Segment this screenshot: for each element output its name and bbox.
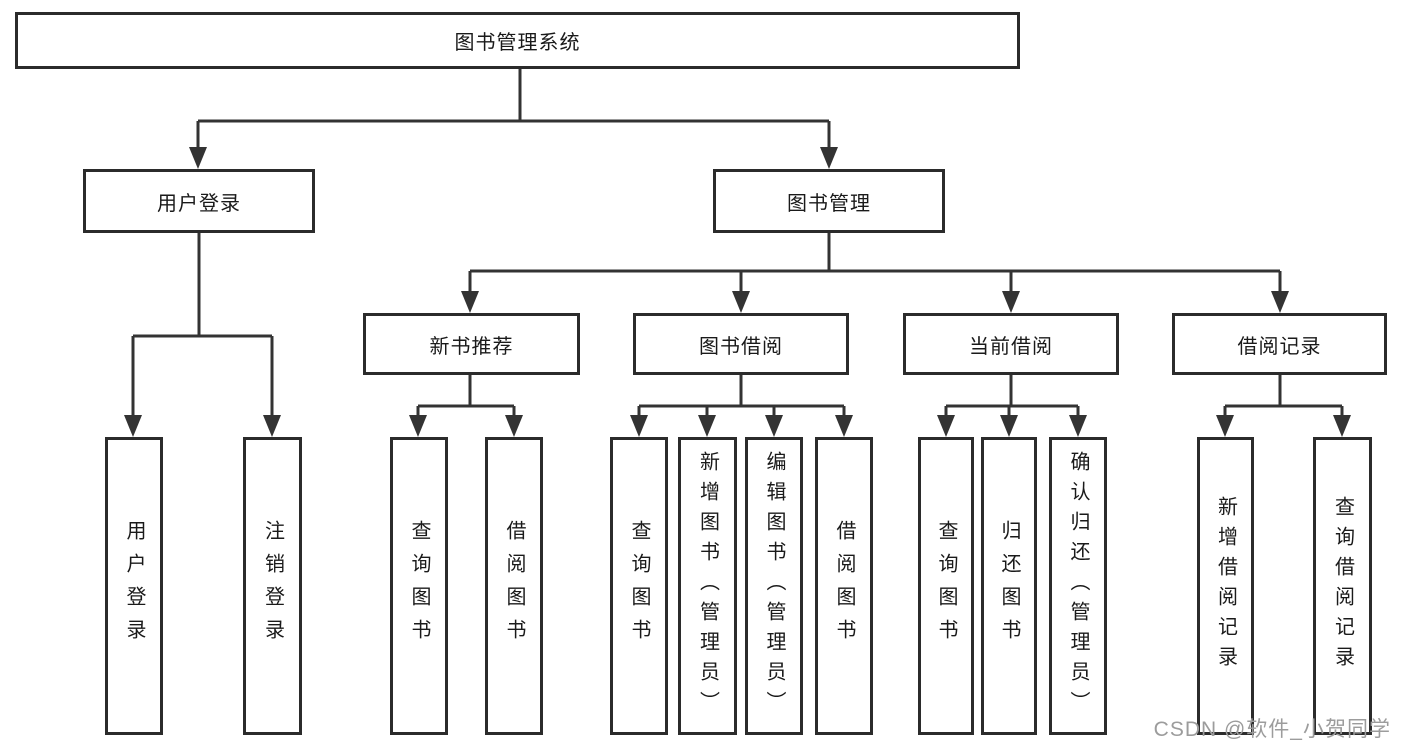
- node-label: 借阅记录: [1237, 335, 1322, 358]
- node-label: 图书管理系统: [454, 32, 581, 54]
- node-root-system: 图书管理系统: [15, 12, 1020, 69]
- node-label: 归还图书: [998, 520, 1020, 652]
- node-book-borrow: 图书借阅: [633, 313, 849, 375]
- node-current-borrow: 当前借阅: [903, 313, 1119, 375]
- node-label: 当前借阅: [969, 335, 1053, 358]
- node-leaf-bb-borrow-books: 借阅图书: [815, 437, 873, 735]
- node-leaf-nb-query-books: 查询图书: [390, 437, 448, 735]
- node-label: 图书借阅: [699, 335, 783, 358]
- node-label: 图书管理: [787, 192, 871, 215]
- node-leaf-cb-query-books: 查询图书: [918, 437, 974, 735]
- node-leaf-user-login: 用户登录: [105, 437, 163, 735]
- node-user-login: 用户登录: [83, 169, 315, 233]
- node-label: 借阅图书: [833, 520, 855, 652]
- node-leaf-rec-query-record: 查询借阅记录: [1313, 437, 1372, 735]
- node-label: 借阅图书: [503, 520, 525, 652]
- node-label: 用户登录: [157, 192, 241, 215]
- node-label: 查询图书: [408, 520, 430, 652]
- node-leaf-bb-edit-books-admin: 编辑图书（管理员）: [745, 437, 803, 735]
- node-borrow-records: 借阅记录: [1172, 313, 1387, 375]
- node-leaf-bb-query-books: 查询图书: [610, 437, 668, 735]
- node-leaf-cb-confirm-return-admin: 确认归还（管理员）: [1049, 437, 1107, 735]
- node-leaf-bb-add-books-admin: 新增图书（管理员）: [678, 437, 737, 735]
- node-label: 注销登录: [261, 520, 284, 652]
- node-label: 新增借阅记录: [1214, 496, 1237, 676]
- node-leaf-cb-return-books: 归还图书: [981, 437, 1037, 735]
- node-label: 查询图书: [628, 520, 650, 652]
- node-new-book-recommend: 新书推荐: [363, 313, 580, 375]
- node-label: 用户登录: [123, 520, 145, 652]
- node-label: 查询图书: [935, 520, 957, 652]
- node-label: 新增图书（管理员）: [696, 451, 719, 721]
- node-leaf-nb-borrow-books: 借阅图书: [485, 437, 543, 735]
- node-label: 新书推荐: [429, 335, 514, 358]
- watermark: CSDN @软件_小贺同学: [1153, 718, 1391, 741]
- node-label: 确认归还（管理员）: [1067, 451, 1089, 721]
- node-leaf-rec-add-record: 新增借阅记录: [1197, 437, 1254, 735]
- node-label: 查询借阅记录: [1331, 496, 1354, 676]
- node-book-management: 图书管理: [713, 169, 945, 233]
- node-label: 编辑图书（管理员）: [763, 451, 785, 721]
- node-leaf-logout: 注销登录: [243, 437, 302, 735]
